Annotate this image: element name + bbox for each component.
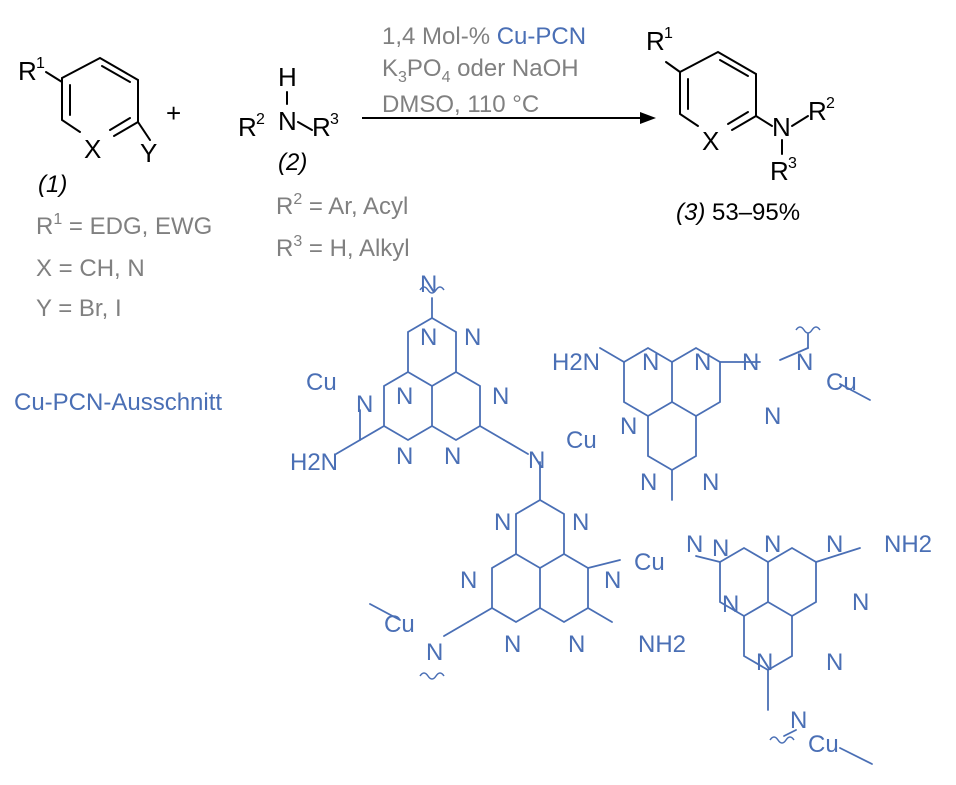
svg-text:1: 1 [36,55,45,72]
svg-text:N: N [772,112,791,142]
atom-label: N [396,383,413,410]
catalyst-line: 1,4 Mol-% Cu-PCN [382,23,586,50]
svg-text:R: R [312,112,331,142]
atom-label: N [426,639,443,666]
svg-text:R: R [18,56,37,86]
h2n-label: H2N [290,449,338,476]
atom-label: N [826,649,843,676]
svg-text:R: R [808,96,827,126]
cu-label: Cu [384,611,415,638]
product-structure: R 1 X N R 2 R 3 [646,25,835,186]
cu-label: Cu [306,369,337,396]
svg-text:R: R [646,26,665,56]
excerpt-title: Cu-PCN-Ausschnitt [14,389,222,416]
svg-text:X: X [702,126,719,156]
atom-label: N [722,591,739,618]
atom-label: N [528,447,545,474]
reactant-1-r1-definition: R1 = EDG, EWG [36,211,212,240]
atom-label: N [852,589,869,616]
reactant-2-r2-definition: R2 = Ar, Acyl [276,191,408,220]
heptazine-unit-c [369,461,621,680]
atom-label: N [620,413,637,440]
product-label-yield: (3) 53–95% [676,199,800,226]
svg-text:N: N [278,106,297,136]
atom-label: N [356,391,373,418]
atom-label: N [756,649,773,676]
reactant-1-structure: R 1 X Y [18,55,157,168]
atom-label: N [796,349,813,376]
svg-text:R: R [238,112,257,142]
atom-label: N [694,349,711,376]
nh2-label: NH2 [884,531,932,558]
atom-label: N [826,531,843,558]
svg-text:3: 3 [330,111,339,128]
plus-sign: + [166,98,181,128]
svg-text:X: X [84,134,101,164]
atom-label: N [742,349,759,376]
atom-label: N [712,535,729,562]
svg-text:3: 3 [788,155,797,172]
reactant-1-x-definition: X = CH, N [36,255,145,282]
atom-label: N [460,567,477,594]
svg-text:R: R [770,156,789,186]
atom-label: N [572,509,589,536]
atom-label: N [444,443,461,470]
cu-label: Cu [634,549,665,576]
reactant-2-structure: H N R 2 R 3 [238,62,339,142]
reactant-1-y-definition: Y = Br, I [36,295,122,322]
reactant-1-label: (1) [38,171,67,198]
atom-label: N [790,707,807,734]
atom-label: N [420,324,437,351]
heptazine-unit-a [335,286,529,455]
svg-text:H: H [278,62,297,92]
atom-label: N [464,324,481,351]
cu-label: Cu [808,731,839,758]
atom-label: N [494,509,511,536]
atom-label: N [702,469,719,496]
cu-pcn-structure: N N N N N N N N N Cu H2N H2N N N N N N N… [290,271,932,765]
svg-text:1: 1 [664,25,673,42]
atom-label: N [492,383,509,410]
reactant-2-label: (2) [278,149,307,176]
solvent-temperature-line: DMSO, 110 °C [382,91,539,118]
atom-label: N [604,567,621,594]
heptazine-unit-b [599,326,871,501]
atom-label: N [764,403,781,430]
cu-label: Cu [566,427,597,454]
h2n-label: H2N [552,349,600,376]
nh2-label: NH2 [638,631,686,658]
reactant-2-r3-definition: R3 = H, Alkyl [276,233,410,262]
svg-text:2: 2 [256,111,265,128]
atom-label: N [504,631,521,658]
atom-label: N [642,349,659,376]
reaction-arrow [362,112,656,124]
svg-text:Y: Y [140,138,157,168]
base-line: K3PO4 oder NaOH [382,55,579,86]
cu-label: Cu [826,369,857,396]
atom-label: N [568,631,585,658]
atom-label: N [686,531,703,558]
atom-label: N [420,271,437,298]
heptazine-unit-d [695,546,873,765]
atom-label: N [764,531,781,558]
svg-text:2: 2 [826,95,835,112]
atom-label: N [396,443,413,470]
atom-label: N [640,469,657,496]
